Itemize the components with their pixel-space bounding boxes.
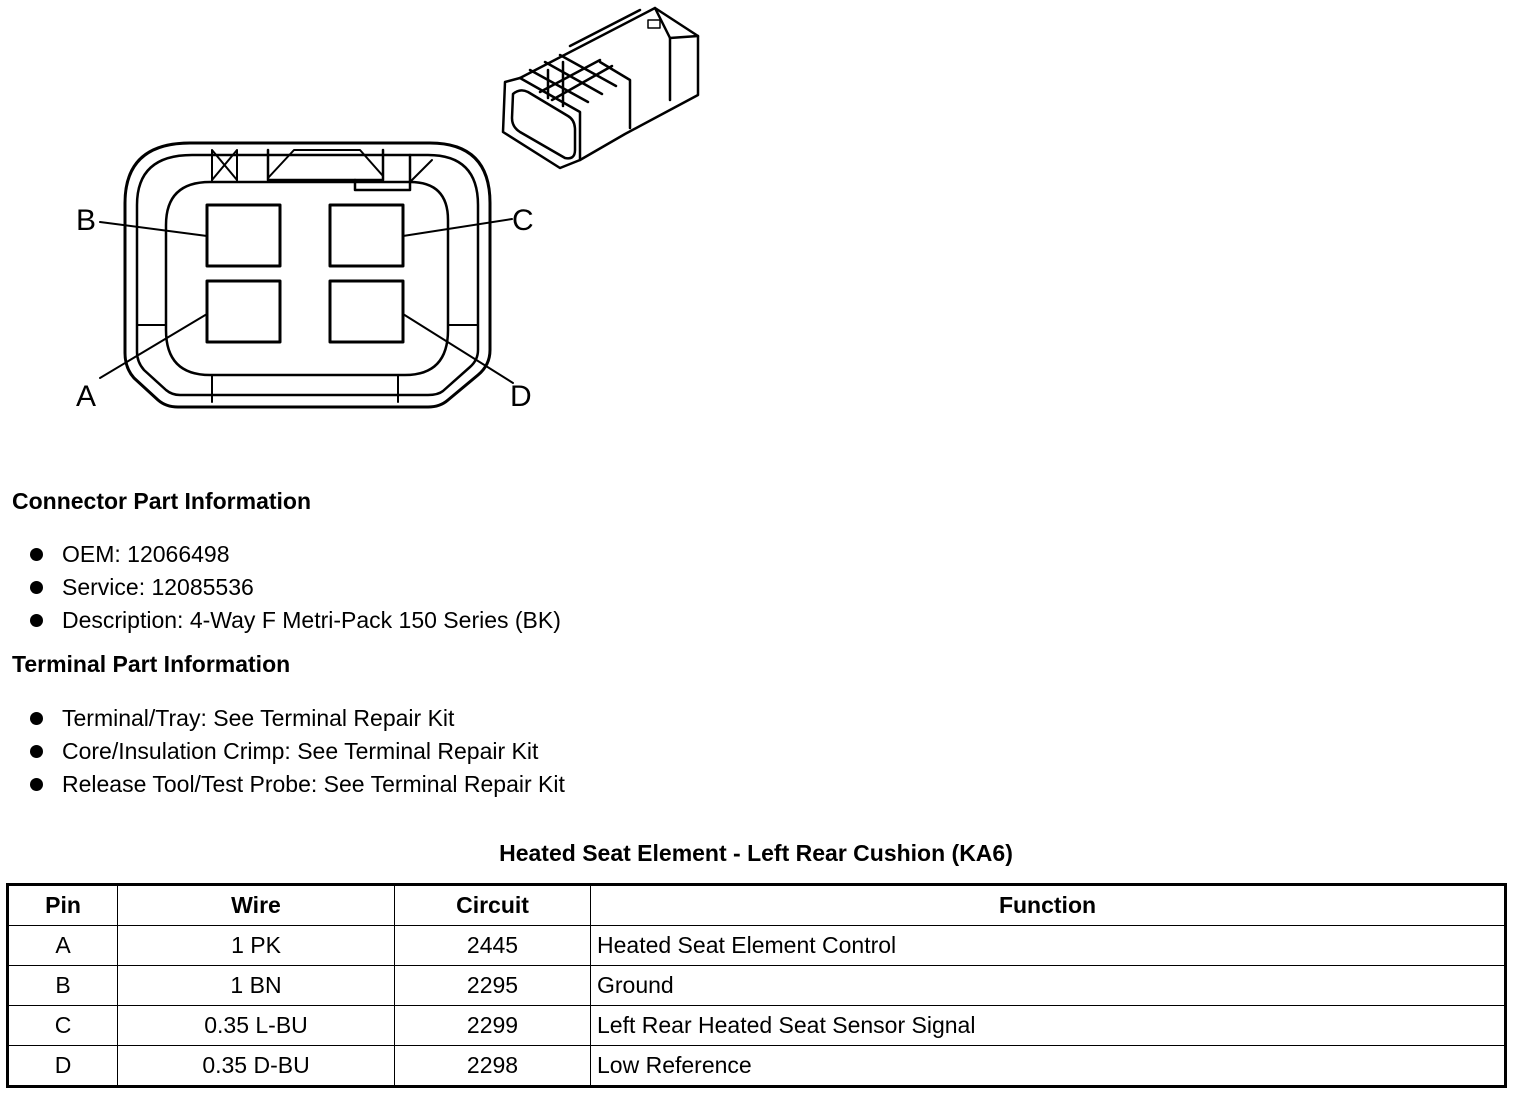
cell-circuit: 2298 (394, 1045, 591, 1087)
bullet-icon (30, 548, 43, 561)
column-header-wire: Wire (117, 884, 395, 926)
pin-label-b: B (76, 204, 97, 237)
cell-function: Heated Seat Element Control (590, 925, 1506, 966)
terminal-info-list: Terminal/Tray: See Terminal Repair Kit C… (28, 702, 565, 801)
cell-pin: D (7, 1045, 118, 1087)
cell-pin: B (7, 965, 118, 1006)
list-item: Description: 4-Way F Metri-Pack 150 Seri… (28, 604, 561, 637)
list-item: Service: 12085536 (28, 571, 561, 604)
cell-circuit: 2295 (394, 965, 591, 1006)
list-item: Core/Insulation Crimp: See Terminal Repa… (28, 735, 565, 768)
connector-info-list: OEM: 12066498 Service: 12085536 Descript… (28, 538, 561, 637)
cell-pin: C (7, 1005, 118, 1046)
pin-label-d: D (510, 380, 532, 413)
column-header-function: Function (590, 884, 1506, 926)
cavity-c (328, 203, 405, 268)
list-item: Terminal/Tray: See Terminal Repair Kit (28, 702, 565, 735)
cavity-a (205, 279, 282, 344)
table-row: C 0.35 L-BU 2299 Left Rear Heated Seat S… (7, 1005, 1506, 1046)
table-row: D 0.35 D-BU 2298 Low Reference (7, 1045, 1506, 1087)
bullet-icon (30, 614, 43, 627)
table-row: B 1 BN 2295 Ground (7, 965, 1506, 1006)
cell-wire: 1 PK (117, 925, 395, 966)
cell-circuit: 2445 (394, 925, 591, 966)
terminal-info-heading: Terminal Part Information (12, 651, 291, 677)
connector-info-heading: Connector Part Information (12, 488, 312, 514)
table-header-row: Pin Wire Circuit Function (7, 884, 1506, 926)
table-title: Heated Seat Element - Left Rear Cushion … (499, 840, 1013, 866)
cell-wire: 0.35 D-BU (117, 1045, 395, 1087)
bullet-icon (30, 745, 43, 758)
bullet-icon (30, 778, 43, 791)
column-header-pin: Pin (7, 884, 118, 926)
leader-line-a (99, 313, 208, 379)
bullet-icon (30, 712, 43, 725)
cell-function: Left Rear Heated Seat Sensor Signal (590, 1005, 1506, 1046)
table-row: A 1 PK 2445 Heated Seat Element Control (7, 925, 1506, 966)
list-item: OEM: 12066498 (28, 538, 561, 571)
column-header-circuit: Circuit (394, 884, 591, 926)
leader-line-d (402, 313, 514, 384)
leader-line-b (99, 221, 208, 237)
cavity-b (205, 203, 282, 268)
cell-function: Ground (590, 965, 1506, 1006)
cavity-d (328, 279, 405, 344)
connector-face-view (123, 141, 492, 409)
pin-label-c: C (512, 204, 534, 237)
list-item: Release Tool/Test Probe: See Terminal Re… (28, 768, 565, 801)
connector-3d-view (501, 6, 700, 170)
leader-line-c (402, 218, 513, 237)
cell-pin: A (7, 925, 118, 966)
connector-diagram (99, 6, 700, 409)
cell-circuit: 2299 (394, 1005, 591, 1046)
cell-wire: 1 BN (117, 965, 395, 1006)
pinout-table: Pin Wire Circuit Function A 1 PK 2445 He… (6, 883, 1507, 1088)
cell-wire: 0.35 L-BU (117, 1005, 395, 1046)
cell-function: Low Reference (590, 1045, 1506, 1087)
pin-label-a: A (76, 380, 97, 413)
bullet-icon (30, 581, 43, 594)
